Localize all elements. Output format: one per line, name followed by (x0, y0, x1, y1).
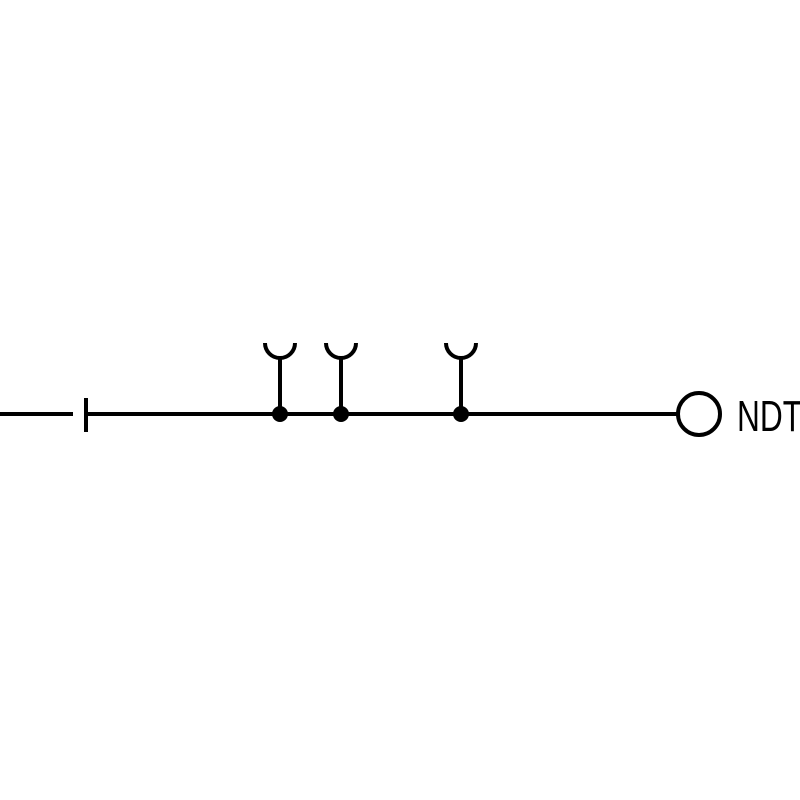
junction-dot (333, 406, 349, 422)
branch-2 (324, 342, 358, 414)
junction-dot (272, 406, 288, 422)
cup-connector-icon (324, 342, 358, 360)
cup-connector-icon (263, 342, 297, 360)
cup-connector-icon (444, 342, 478, 360)
terminal-label: NDT (737, 392, 800, 441)
branch-3 (444, 342, 478, 414)
terminal-circle (676, 391, 722, 437)
junction-dot (453, 406, 469, 422)
branch-1 (263, 342, 297, 414)
